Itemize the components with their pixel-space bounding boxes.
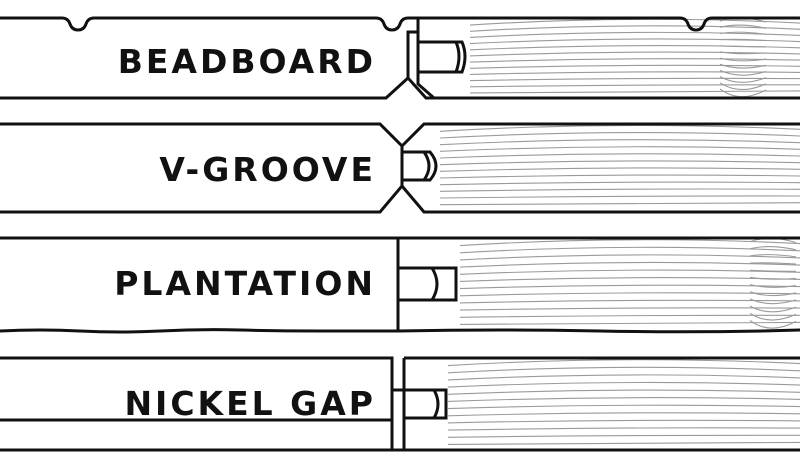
wood-grain-line	[469, 58, 800, 63]
wood-grain-line	[439, 124, 800, 132]
wood-grain-line	[459, 261, 800, 268]
wood-grain-line	[439, 202, 800, 206]
wood-knot-line	[749, 291, 797, 297]
wood-grain-line	[439, 181, 800, 186]
wood-knot-line	[719, 51, 767, 55]
beadboard-profile	[0, 16, 800, 100]
wood-knot-line	[749, 284, 797, 288]
wood-grain-line	[447, 427, 800, 431]
wood-grain-line	[439, 160, 800, 166]
wood-knot-line	[749, 269, 797, 272]
wood-grain-line	[439, 146, 800, 152]
wood-knot-line	[719, 63, 767, 69]
wood-knot-line	[749, 319, 797, 329]
wood-grain-line	[447, 404, 800, 410]
plantation-profile	[0, 236, 800, 334]
wood-grain-line	[439, 132, 800, 139]
wood-grain-line	[469, 84, 800, 88]
wood-knot-line	[719, 45, 767, 48]
wood-grain-line	[439, 167, 800, 172]
wood-grain-line	[447, 389, 800, 395]
nickel-gap-label: NICKEL GAP	[124, 384, 376, 423]
wood-grain-line	[439, 188, 800, 192]
wood-grain-line	[459, 254, 800, 261]
v-groove-profile	[0, 122, 800, 214]
beadboard-label: BEADBOARD	[117, 42, 376, 81]
wood-grain-line	[447, 412, 800, 417]
v-groove-label: V-GROOVE	[159, 150, 376, 189]
wood-grain-line	[469, 77, 800, 82]
wood-grain-line	[469, 64, 800, 69]
wood-grain-line	[447, 366, 800, 374]
wood-grain-line	[439, 174, 800, 179]
wood-grain-line	[447, 397, 800, 402]
wood-knot-line	[749, 246, 797, 251]
wood-grain-line	[469, 90, 800, 94]
wood-grain-line	[459, 307, 800, 311]
wood-knot-line	[719, 57, 767, 62]
wood-grain-line	[459, 269, 800, 275]
wood-knot-line	[719, 24, 767, 29]
wood-knot-line	[749, 298, 797, 305]
wood-grain-line	[447, 359, 800, 367]
beadboard-wood-grain	[469, 17, 800, 98]
wood-knot-line	[719, 82, 767, 91]
wood-grain-line	[439, 139, 800, 146]
wood-grain-line	[459, 314, 800, 318]
wood-grain-line	[447, 374, 800, 381]
nickel-gap-profile	[0, 356, 800, 452]
wood-knot-line	[719, 76, 767, 83]
wood-grain-line	[439, 195, 800, 199]
wood-knot-line	[719, 69, 767, 76]
wood-knot-line	[749, 262, 797, 265]
wood-grain-line	[459, 239, 800, 247]
wood-grain-line	[447, 381, 800, 388]
wood-grain-line	[469, 71, 800, 75]
wood-grain-line	[447, 441, 800, 445]
wood-grain-line	[469, 31, 800, 38]
wood-grain-line	[447, 419, 800, 424]
wood-knot-line	[749, 254, 797, 258]
wood-grain-line	[439, 153, 800, 159]
wood-knot-line	[719, 31, 767, 35]
wood-knot-line	[719, 38, 767, 42]
wood-knot-line	[749, 312, 797, 321]
wood-grain-line	[469, 25, 800, 32]
wood-knot-line	[749, 276, 797, 280]
wood-grain-line	[459, 321, 800, 325]
plantation-label: PLANTATION	[114, 264, 376, 303]
wood-grain-line	[447, 434, 800, 438]
wood-knot-line	[749, 305, 797, 313]
wood-grain-line	[459, 246, 800, 254]
